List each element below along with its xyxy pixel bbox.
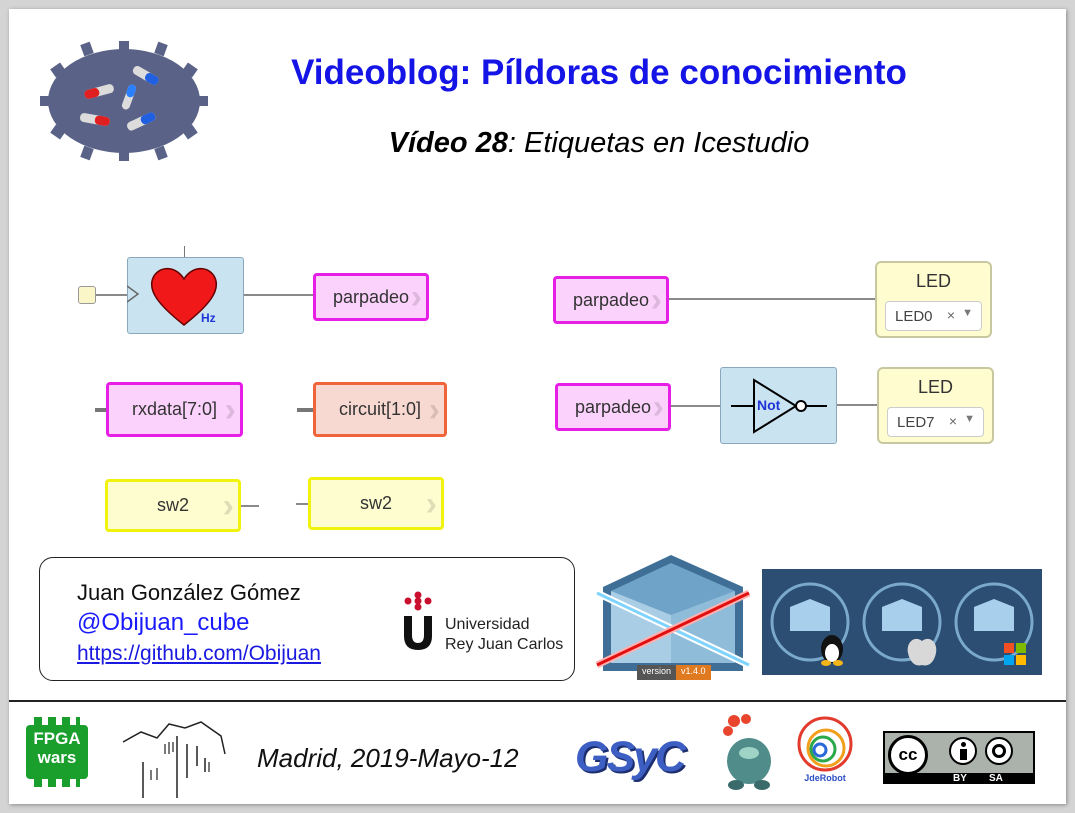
not-gate-icon xyxy=(731,378,827,434)
author-handle[interactable]: @Obijuan_cube xyxy=(77,609,250,636)
apple-icon xyxy=(907,638,937,666)
slide-subtitle: Vídeo 28: Etiquetas en Icestudio xyxy=(209,127,989,160)
label-text: parpadeo xyxy=(332,286,410,307)
heart-icon xyxy=(150,268,218,326)
wire xyxy=(296,503,308,505)
wire xyxy=(241,505,259,507)
university-name-line1: Universidad xyxy=(445,616,530,633)
by-icon xyxy=(949,737,977,765)
date-location: Madrid, 2019-Mayo-12 xyxy=(257,743,519,773)
led-select-value: LED7 xyxy=(897,414,935,431)
clear-icon[interactable]: × xyxy=(946,307,955,323)
clock-input-arrow xyxy=(127,285,140,303)
label-rxdata[interactable]: rxdata[7:0] › xyxy=(106,382,243,437)
label-parpadeo-not[interactable]: parpadeo› xyxy=(555,383,671,431)
chevron-icon: › xyxy=(222,486,234,525)
label-circuit[interactable]: circuit[1:0] › xyxy=(313,382,447,437)
led-block-led0[interactable]: LED LED0 × ▼ xyxy=(875,261,992,338)
platforms-icons xyxy=(770,582,1034,666)
not-gate-block[interactable]: Not xyxy=(720,367,837,444)
clear-icon[interactable]: × xyxy=(948,413,957,429)
label-text: rxdata[7:0] xyxy=(131,399,218,419)
clock-unit: Hz xyxy=(201,311,216,325)
label-text: sw2 xyxy=(156,495,189,515)
clock-param-pin xyxy=(184,246,185,257)
wire xyxy=(96,294,128,296)
robot-mascot-logo xyxy=(723,714,771,790)
castle-sketch-logo xyxy=(122,721,226,798)
led-title: LED xyxy=(917,377,953,397)
fpga-logo-line2: wars xyxy=(37,748,77,767)
led-select[interactable]: LED7 × ▼ xyxy=(887,407,984,437)
bus-stub xyxy=(95,408,107,412)
author-name: Juan González Gómez xyxy=(77,580,301,605)
fpga-logo-line1: FPGA xyxy=(33,729,81,748)
slide: Videoblog: Píldoras de conocimiento Víde… xyxy=(9,9,1066,804)
chevron-icon: › xyxy=(428,390,440,429)
cc-sa-text: SA xyxy=(989,773,1003,784)
label-parpadeo[interactable]: parpadeo› xyxy=(313,273,429,321)
icestudio-version-badge: version v1.4.0 xyxy=(637,665,711,680)
author-info-box: Juan González Gómez @Obijuan_cube https:… xyxy=(39,557,575,681)
wire xyxy=(671,405,721,407)
subtitle-video-number: Vídeo 28 xyxy=(388,127,508,159)
wire xyxy=(244,294,314,296)
fpga-wars-logo: FPGA wars xyxy=(26,717,88,789)
label-text: circuit[1:0] xyxy=(338,399,422,419)
not-gate-label: Not xyxy=(757,397,781,413)
gsyc-logo: GSyC xyxy=(575,733,686,781)
gear-pills-logo xyxy=(40,41,208,161)
chevron-icon: › xyxy=(425,484,437,523)
clock-block[interactable]: Hz xyxy=(127,257,244,334)
version-prefix: version xyxy=(637,665,677,680)
chevron-icon: › xyxy=(224,390,236,429)
urjc-logo-icon xyxy=(404,591,432,650)
jderobot-logo xyxy=(797,716,853,772)
linux-icon xyxy=(821,635,843,666)
label-text: sw2 xyxy=(359,493,392,513)
cc-by-sa-badge: cc BY SA xyxy=(883,731,1035,784)
bus-stub xyxy=(297,408,313,412)
led-block-led7[interactable]: LED LED7 × ▼ xyxy=(877,367,994,444)
chevron-down-icon[interactable]: ▼ xyxy=(962,307,973,319)
chevron-icon: › xyxy=(410,278,422,316)
chevron-icon: › xyxy=(650,281,662,319)
sa-icon xyxy=(985,737,1013,765)
icestudio-logo xyxy=(595,555,751,671)
led-select-value: LED0 xyxy=(895,308,933,325)
chevron-icon: › xyxy=(652,388,664,426)
github-link[interactable]: https://github.com/Obijuan xyxy=(77,642,321,665)
wire xyxy=(669,298,876,300)
jderobot-logo-text: JdeRobot xyxy=(804,773,846,783)
version-number: v1.4.0 xyxy=(676,665,711,680)
chevron-down-icon[interactable]: ▼ xyxy=(964,413,975,425)
input-port xyxy=(78,286,96,304)
cc-icon: cc xyxy=(888,735,928,775)
subtitle-topic: : Etiquetas en Icestudio xyxy=(507,127,810,159)
platforms-banner xyxy=(762,569,1042,675)
university-name-line2: Rey Juan Carlos xyxy=(445,636,564,653)
windows-icon xyxy=(1004,643,1026,665)
wire xyxy=(837,404,877,406)
led-title: LED xyxy=(915,271,951,291)
label-text: parpadeo xyxy=(574,396,652,417)
label-sw2-input[interactable]: sw2 › xyxy=(308,477,444,530)
label-text: parpadeo xyxy=(572,289,650,310)
cc-by-text: BY xyxy=(953,773,967,784)
label-sw2-output[interactable]: sw2 › xyxy=(105,479,241,532)
slide-title: Videoblog: Píldoras de conocimiento xyxy=(291,53,907,92)
led-select[interactable]: LED0 × ▼ xyxy=(885,301,982,331)
footer-divider xyxy=(9,700,1066,702)
label-parpadeo-led0[interactable]: parpadeo› xyxy=(553,276,669,324)
